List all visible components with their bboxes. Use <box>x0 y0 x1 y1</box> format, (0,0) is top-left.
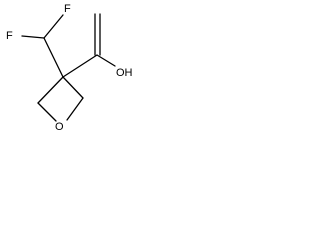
atom-o-ring: O <box>55 121 64 133</box>
bond-c3-chf2 <box>43 37 64 78</box>
bond-ring-left-o <box>37 102 57 122</box>
chemical-structure: F F OH O <box>6 3 133 133</box>
bond-ring-right <box>62 76 84 99</box>
structure-canvas: F F OH O <box>0 0 148 138</box>
bond-cf-left <box>21 35 45 39</box>
bond-ring-right-o <box>66 97 84 121</box>
bond-cf-top <box>43 14 64 39</box>
atom-f-top: F <box>64 3 71 15</box>
bond-c3-cooh <box>62 54 98 78</box>
atom-oh: OH <box>116 67 133 79</box>
bond-ring-top <box>37 76 64 104</box>
bond-c-oh <box>96 54 116 67</box>
atom-f-left: F <box>6 30 13 42</box>
